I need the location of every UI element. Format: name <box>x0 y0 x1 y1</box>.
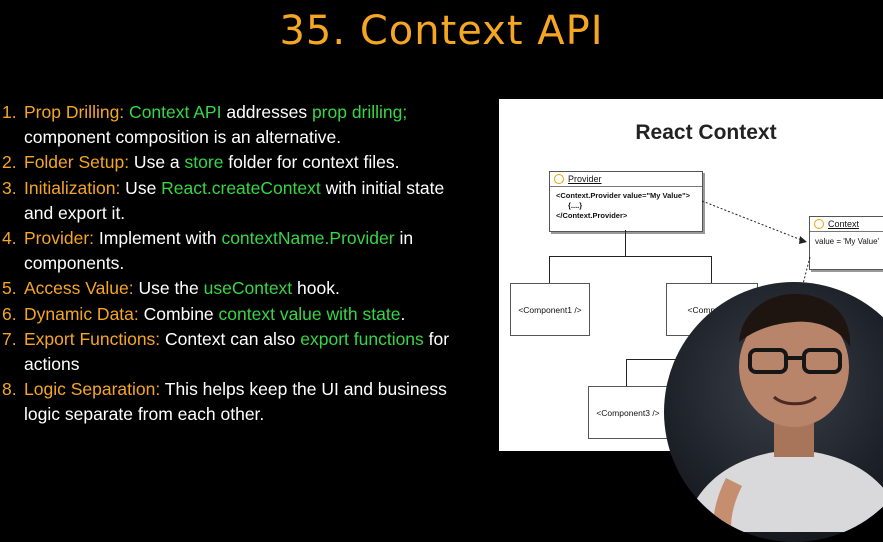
list-item: 4. Provider: Implement with contextName.P… <box>0 226 490 276</box>
provider-label: Provider <box>568 174 602 184</box>
list-text-segment: export functions <box>300 328 424 349</box>
list-text-segment: addresses <box>221 102 312 122</box>
provider-code-body: {....} <box>568 201 583 210</box>
slide-title: 35. Context API <box>279 8 604 54</box>
diagram-title: React Context <box>635 121 777 144</box>
component3-label: <Component3 /> <box>596 407 660 418</box>
provider-code-close: </Context.Provider> <box>556 211 628 220</box>
provider-box: Provider <Context.Provider value="My Val… <box>549 171 703 232</box>
list-text-segment: components. <box>24 253 125 274</box>
list-text-segment: actions <box>24 354 80 375</box>
context-box: Context value = 'My Value' <box>809 216 883 270</box>
list-text-segment: Export Functions: <box>24 328 161 349</box>
component1-box: <Component1 /> <box>510 283 590 336</box>
component-icon <box>814 219 824 229</box>
list-text-segment: Logic Separation: <box>24 379 161 400</box>
list-text-segment: . <box>400 303 406 324</box>
list-number: 1. <box>2 102 17 122</box>
list-text-segment: This helps keep the UI and business <box>160 379 447 400</box>
list-text-segment: React.createContext <box>161 177 321 198</box>
list-item: 1. Prop Drilling: Context API addresses p… <box>0 100 490 150</box>
list-number: 7. <box>2 328 17 349</box>
list-item: 2. Folder Setup: Use a store folder for c… <box>0 150 490 175</box>
list-number: 6. <box>2 303 17 324</box>
list-text-segment: for <box>423 328 450 349</box>
diagram-connectors <box>701 200 811 285</box>
list-text-segment: Implement with <box>94 228 222 249</box>
list-text-segment: Initialization: <box>24 177 121 198</box>
list-text-segment: store <box>184 152 224 173</box>
list-text-segment: prop drilling; <box>311 102 408 122</box>
list-item: 3. Initialization: Use React.createContex… <box>0 176 490 226</box>
component-icon <box>554 174 564 184</box>
list-text-segment: logic separate from each other. <box>24 404 265 425</box>
list-text-segment: Use the <box>133 278 204 299</box>
list-text-segment: contextName.Provider <box>221 228 395 249</box>
list-number: 4. <box>2 228 17 249</box>
list-text-segment: Dynamic Data: <box>24 303 139 324</box>
context-label: Context <box>828 219 860 229</box>
list-number: 2. <box>2 152 17 173</box>
list-text-segment: Folder Setup: <box>24 152 130 173</box>
list-text-segment: hook. <box>292 278 340 299</box>
list-text-segment: component composition is an alternative. <box>24 127 342 148</box>
list-text-segment: Use a <box>129 152 185 173</box>
list-number: 5. <box>2 278 17 299</box>
list-text-segment: and export it. <box>24 202 126 223</box>
component3-box: <Component3 /> <box>588 386 668 439</box>
list-text-segment: Access Value: <box>24 278 134 299</box>
list-text-segment: with initial state <box>320 177 445 198</box>
list-item: 8. Logic Separation: This helps keep the … <box>0 377 490 427</box>
list-text-segment: Context can also <box>160 328 301 349</box>
list-text-segment: useContext <box>203 278 293 299</box>
list-text-segment: Combine <box>138 303 219 324</box>
list-item: 7. Export Functions: Context can also exp… <box>0 327 490 377</box>
list-text-segment: Prop Drilling: <box>24 102 125 122</box>
list-text-segment: Context API <box>124 102 222 122</box>
list-text-segment: folder for context files. <box>223 152 400 173</box>
context-value: value = 'My Value' <box>815 237 880 246</box>
list-number: 3. <box>2 177 17 198</box>
list-number: 8. <box>2 379 17 400</box>
list-text-segment: Use <box>120 177 162 198</box>
provider-code-open: <Context.Provider value="My Value"> <box>556 191 691 200</box>
list-text-segment: Provider: <box>24 228 95 249</box>
list-item: 6. Dynamic Data: Combine context value wi… <box>0 302 490 327</box>
list-item: 5. Access Value: Use the useContext hook. <box>0 276 490 301</box>
react-context-diagram: React Context Provider <Context.Provider… <box>499 99 883 451</box>
list-text-segment: context value with state <box>218 303 401 324</box>
list-text-segment: in <box>394 228 414 249</box>
points-list: 1. Prop Drilling: Context API addresses p… <box>0 100 490 428</box>
component1-label: <Component1 /> <box>518 304 582 315</box>
